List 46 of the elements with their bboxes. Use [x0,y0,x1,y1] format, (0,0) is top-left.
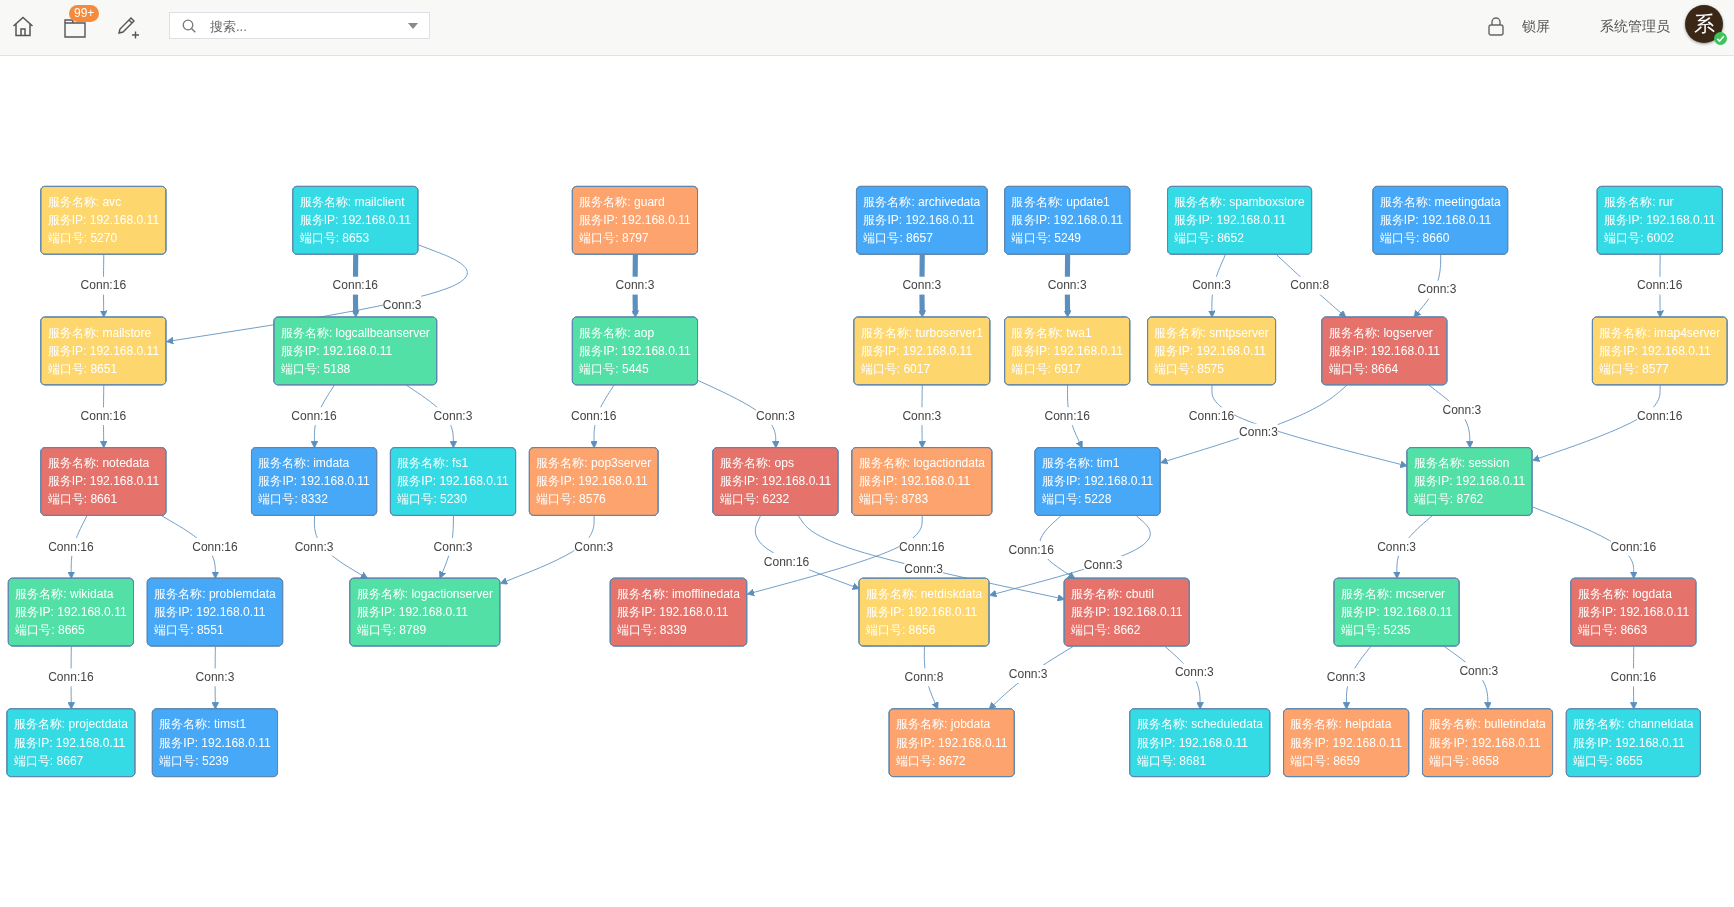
edge-label: Conn:3 [294,539,334,554]
edge-label: Conn:16 [1188,408,1235,423]
edge-label: Conn:3 [1377,539,1416,554]
edge-label: Conn:16 [899,539,945,554]
user-avatar: 系 [1685,5,1723,43]
edge-label: Conn:3 [433,408,473,423]
lock-screen-label: 锁屏 [1522,18,1550,36]
edge-label: Conn:3 [902,408,942,423]
edge-label: Conn:16 [1610,670,1657,684]
edge-label: Conn:16 [1637,278,1683,293]
edge-label: Conn:3 [1459,663,1499,678]
edge-label: Conn:3 [902,278,942,293]
edge-label: Conn:16 [1008,542,1054,557]
edge-label: Conn:3 [904,561,944,576]
edge-label: Conn:16 [763,554,810,569]
edge-label: Conn:3 [1174,665,1214,679]
edge-label: Conn:16 [192,539,238,554]
edge-label: Conn:16 [1610,539,1657,554]
edge-label: Conn:3 [1047,278,1087,293]
edge-label: Conn:16 [291,408,337,423]
edge-label: Conn:3 [1442,403,1482,417]
edge-label: Conn:3 [1008,666,1048,681]
edge-label: Conn:3 [195,670,235,684]
edge-label: Conn:8 [904,670,944,684]
user-name: 系统管理员 [1600,18,1670,36]
notification-badge: 99+ [69,5,100,22]
edge-label: Conn:3 [1326,670,1366,684]
edge-label: Conn:16 [80,408,127,423]
edge-label: Conn:16 [570,408,617,423]
edge-label: Conn:8 [1290,278,1330,293]
edge-label: Conn:16 [1044,408,1090,423]
edge-label: Conn:16 [48,670,94,684]
edge-label: Conn:3 [1192,278,1231,293]
edge-label: Conn:16 [48,539,94,554]
edge-label: Conn:3 [382,297,422,312]
edge-label: Conn:3 [756,408,795,423]
edge-label: Conn:3 [433,539,473,554]
edge-label: Conn:3 [1417,282,1457,297]
search-field: 搜索... [169,12,430,39]
edge-label: Conn:3 [615,278,655,293]
edge-label: Conn:16 [1637,408,1683,423]
edge-label: Conn:16 [80,278,127,293]
edge-label: Conn:3 [574,539,614,554]
edge-label: Conn:3 [1083,557,1123,572]
edge-label: Conn:3 [1239,425,1278,440]
edge-label: Conn:16 [332,278,379,293]
